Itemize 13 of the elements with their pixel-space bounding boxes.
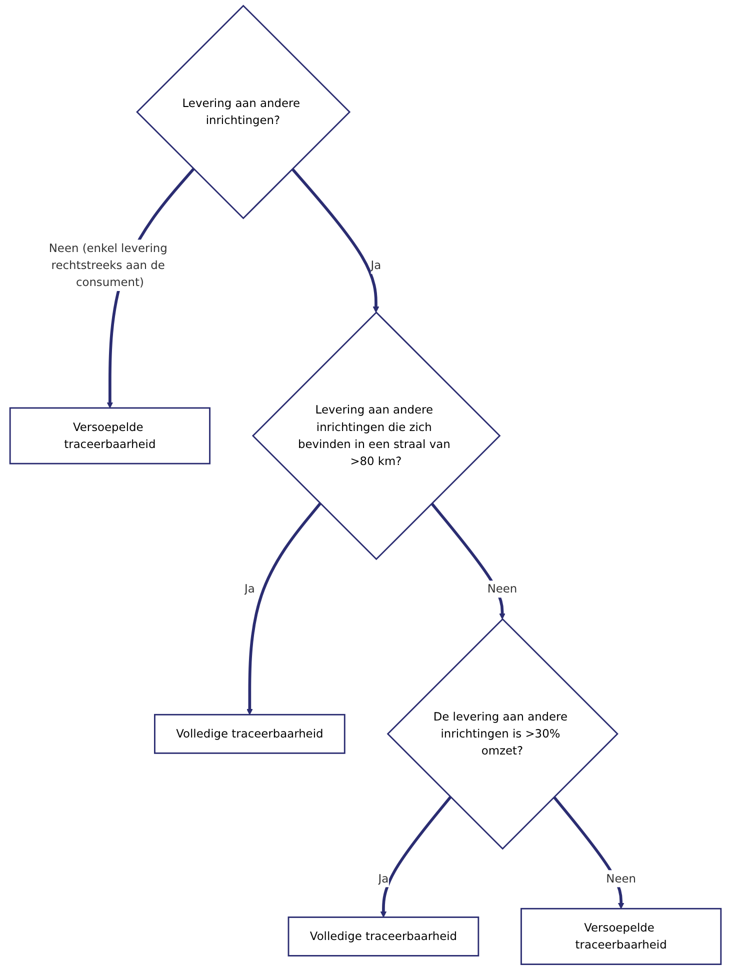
arrow [246,502,322,715]
node-box: Volledige traceerbaarheid [288,916,480,956]
arrow [291,168,380,313]
node-box: Versoepelde traceerbaarheid [9,407,210,464]
node-box: Versoepelde traceerbaarheid [520,908,722,965]
edge-label: Neen [487,582,518,596]
node-box: Volledige traceerbaarheid [154,714,346,754]
edge-label: Neen (enkel levering rechtstreeks aan de consument) [48,241,168,289]
node-diamond: De levering aan andere inrichtingen is >30% omzet? [386,618,618,850]
node-diamond: Levering aan andere inrichtingen? [136,4,351,220]
node-diamond: Levering aan andere inrichtingen die zich bevinden in een straal van >80 km? [252,311,501,560]
arrow [380,796,452,918]
edge-label: Neen [606,872,636,886]
